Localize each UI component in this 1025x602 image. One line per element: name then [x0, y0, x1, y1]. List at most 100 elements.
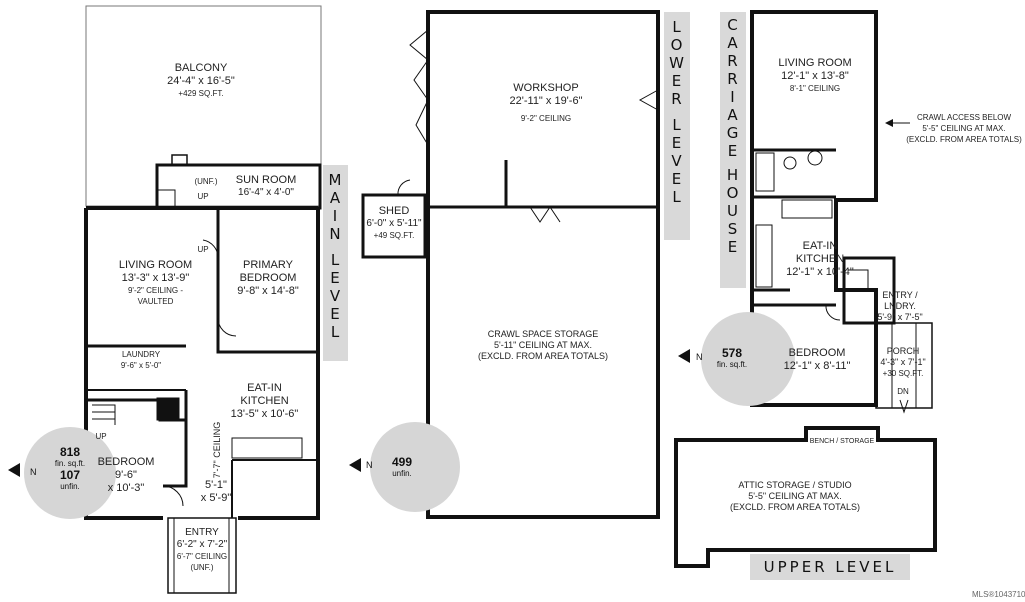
crawl-lower-label: CRAWL SPACE STORAGE 5'-11" CEILING AT MA… [468, 329, 618, 362]
area-main-unit2: unfin. [60, 482, 80, 491]
attic-line2: 5'-5" CEILING AT MAX. [748, 491, 842, 501]
living-carriage-dims: 12'-1" x 13'-8" [781, 70, 849, 82]
hall-dims2: x 5'-9" [200, 492, 232, 504]
bedroom-main-label: BEDROOM 9'-6" x 10'-3" [96, 456, 156, 495]
balcony-note: +429 SQ.FT. [178, 89, 224, 98]
primary-bedroom-name1: PRIMARY [243, 259, 293, 271]
area-lower-value: 499 [391, 455, 413, 469]
up-label-1: UP [197, 192, 209, 201]
area-carriage-label: 578 fin. sq.ft. [712, 347, 752, 370]
living-main-note1: 9'-2" CEILING - [127, 286, 184, 295]
bedroom-carriage-name: BEDROOM [788, 347, 846, 359]
sun-room-dims: 16'-4" x 4'-0" [238, 187, 294, 198]
eatin-carriage-dims: 12'-1" x 10'-4" [786, 266, 854, 278]
entry-main-note2: (UNF.) [190, 563, 214, 572]
entry-main-dims: 6'-2" x 7'-2" [176, 539, 228, 550]
living-carriage-name: LIVING ROOM [778, 57, 852, 69]
living-room-main-label: LIVING ROOM 13'-3" x 13'-9" 9'-2" CEILIN… [108, 259, 203, 307]
workshop-dims: 22'-11" x 19'-6" [509, 95, 583, 107]
entry-main-name: ENTRY [185, 527, 219, 538]
area-main-value2: 107 [59, 468, 81, 482]
porch-note: +30 SQ.FT. [882, 369, 924, 378]
area-main-label: 818 fin. sq.ft. 107 unfin. [50, 446, 90, 492]
upper-level-tag: UPPER LEVEL [750, 554, 910, 580]
area-circle-carriage [701, 312, 795, 406]
up-label-3: UP [95, 432, 107, 441]
north-label-main: N [30, 467, 37, 477]
crawl-lower-line1: CRAWL SPACE STORAGE [487, 329, 599, 339]
entry-main-note1: 6'-7" CEILING [176, 552, 228, 561]
area-lower-unit: unfin. [392, 469, 412, 478]
eatin-carriage-name2: KITCHEN [795, 253, 845, 265]
crawl-access-line2: 5'-5" CEILING AT MAX. [922, 124, 1006, 133]
area-circle-lower [370, 422, 460, 512]
eat-in-kitchen-carriage-label: EAT-IN KITCHEN 12'-1" x 10'-4" [780, 240, 860, 279]
north-arrow-main-icon [8, 463, 20, 477]
primary-bedroom-dims: 9'-8" x 14'-8" [237, 285, 299, 297]
laundry-dims: 9'-6" x 5'-0" [120, 361, 162, 370]
sun-room-name: SUN ROOM [235, 174, 297, 186]
upper-level-walls [674, 426, 937, 568]
shed-name: SHED [378, 205, 410, 217]
eat-in-kitchen-main-label: EAT-IN KITCHEN 13'-5" x 10'-6" [222, 382, 307, 421]
bedroom-main-dims2: x 10'-3" [107, 482, 145, 494]
eatin-main-name1: EAT-IN [247, 382, 282, 394]
crawl-access-line1: CRAWL ACCESS BELOW [916, 113, 1012, 122]
eatin-main-name2: KITCHEN [240, 395, 289, 407]
porch-dims: 4'-3" x 7'-1" [880, 357, 926, 367]
carriage-walls [750, 10, 933, 414]
entry-lndry-dims: 5'-9" x 7'-5" [877, 312, 923, 322]
workshop-label: WORKSHOP 22'-11" x 19'-6" 9'-2" CEILING [496, 82, 596, 124]
hall-dims1: 5'-1" [205, 479, 227, 491]
living-main-note2: VAULTED [137, 297, 174, 306]
crawl-access-line3: (EXCLD. FROM AREA TOTALS) [906, 135, 1022, 144]
primary-bedroom-label: PRIMARY BEDROOM 9'-8" x 14'-8" [228, 259, 308, 298]
bedroom-main-dims1: 9'-6" [115, 469, 137, 481]
hall-label: 5'-1" x 5'-9" [196, 479, 236, 505]
balcony-label: BALCONY 24'-4" x 16'-5" +429 SQ.FT. [136, 62, 266, 99]
living-main-name: LIVING ROOM [118, 259, 193, 271]
primary-bedroom-name2: BEDROOM [239, 272, 297, 284]
north-label-carriage: N [696, 352, 703, 362]
porch-label: PORCH 4'-3" x 7'-1" +30 SQ.FT. [872, 346, 934, 379]
eatin-main-dims: 13'-5" x 10'-6" [230, 408, 299, 420]
north-label-lower: N [366, 460, 373, 470]
sun-room-label: SUN ROOM 16'-4" x 4'-0" [226, 174, 306, 199]
up-label-2: UP [197, 245, 209, 254]
shed-label: SHED 6'-0" x 5'-11" +49 SQ.FT. [362, 205, 426, 241]
bedroom-carriage-dims: 12'-1" x 8'-11" [783, 360, 851, 372]
shed-note: +49 SQ.FT. [373, 231, 415, 240]
attic-line3: (EXCLD. FROM AREA TOTALS) [729, 502, 861, 512]
lower-level-walls [361, 10, 660, 519]
living-main-dims: 13'-3" x 13'-9" [121, 272, 190, 284]
balcony-dims: 24'-4" x 16'-5" [167, 75, 235, 87]
porch-name: PORCH [886, 346, 920, 356]
shed-dims: 6'-0" x 5'-11" [366, 218, 422, 229]
bench-storage-label: BENCH / STORAGE [809, 438, 875, 445]
workshop-name: WORKSHOP [513, 82, 579, 94]
north-arrow-carriage-icon [678, 349, 690, 363]
living-room-carriage-label: LIVING ROOM 12'-1" x 13'-8" 8'-1" CEILIN… [770, 57, 860, 94]
entry-main-label: ENTRY 6'-2" x 7'-2" 6'-7" CEILING (UNF.) [166, 527, 238, 573]
workshop-note: 9'-2" CEILING [520, 114, 572, 123]
laundry-name: LAUNDRY [121, 350, 161, 359]
dn-label: DN [897, 387, 909, 396]
crawl-lower-line3: (EXCLD. FROM AREA TOTALS) [477, 351, 609, 361]
entry-lndry-name1: ENTRY / [882, 290, 918, 300]
eatin-carriage-name1: EAT-IN [802, 240, 838, 252]
laundry-label: LAUNDRY 9'-6" x 5'-0" [106, 349, 176, 371]
area-carriage-value: 578 [721, 346, 743, 360]
arrow-left-icon [885, 119, 893, 127]
mls-number: MLS®1043710 [972, 590, 1025, 599]
attic-line1: ATTIC STORAGE / STUDIO [738, 480, 852, 490]
area-lower-label: 499 unfin. [385, 456, 419, 479]
bedroom-main-name: BEDROOM [97, 456, 155, 468]
area-main-unit: fin. sq.ft. [54, 459, 86, 468]
area-carriage-unit: fin. sq.ft. [716, 360, 748, 369]
main-level-walls [84, 5, 322, 594]
crawl-lower-line2: 5'-11" CEILING AT MAX. [494, 340, 592, 350]
